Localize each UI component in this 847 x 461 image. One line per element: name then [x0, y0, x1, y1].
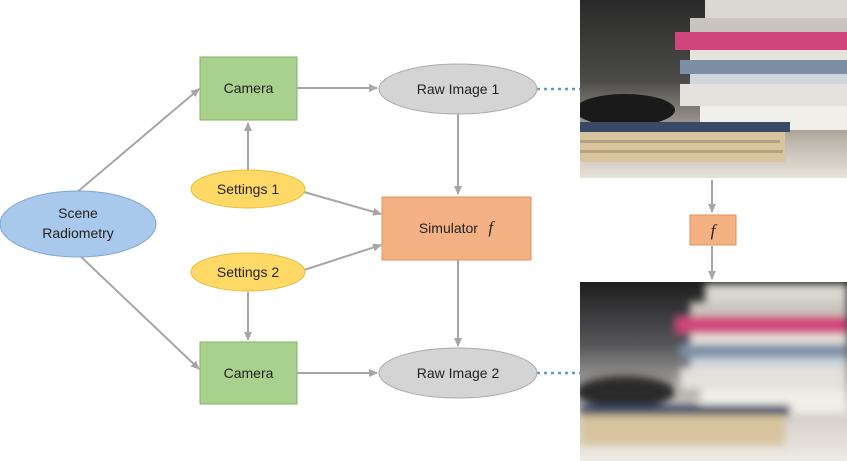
sharp-photo-image: [580, 0, 847, 178]
scene-radiometry-node: Scene Radiometry: [0, 190, 157, 258]
camera-top-label: Camera: [224, 80, 274, 96]
simulator-text: Simulator f: [419, 218, 496, 237]
arrow-scene-to-camera-bottom: [75, 251, 200, 370]
arrow-settings2-to-simulator: [303, 243, 382, 271]
arrow-scene-to-camera-top: [75, 88, 200, 194]
camera-bottom-label: Camera: [224, 365, 274, 381]
settings1-label: Settings 1: [217, 181, 279, 197]
blurred-photo-image: [580, 282, 847, 461]
settings1-node: Settings 1: [190, 169, 306, 209]
dotted-connectors: [537, 87, 580, 375]
scene-label-line1: Scene: [58, 205, 98, 221]
settings2-label: Settings 2: [217, 264, 279, 280]
camera-bottom-node: Camera: [199, 341, 298, 405]
simulator-label: Simulator: [419, 220, 478, 236]
f-function-node: f: [689, 214, 737, 246]
raw-image1-label: Raw Image 1: [417, 81, 500, 97]
simulator-node: Simulator f: [381, 196, 532, 261]
raw-image2-node: Raw Image 2: [378, 347, 538, 399]
arrows: [75, 84, 716, 377]
simulator-f-symbol: f: [488, 218, 495, 237]
arrow-settings1-to-simulator: [303, 191, 382, 216]
f-function-label: f: [711, 221, 718, 240]
raw-image2-label: Raw Image 2: [417, 365, 500, 381]
camera-top-node: Camera: [199, 56, 298, 121]
scene-label-line2: Radiometry: [42, 225, 114, 241]
raw-image1-node: Raw Image 1: [378, 63, 538, 115]
settings2-node: Settings 2: [190, 252, 306, 292]
